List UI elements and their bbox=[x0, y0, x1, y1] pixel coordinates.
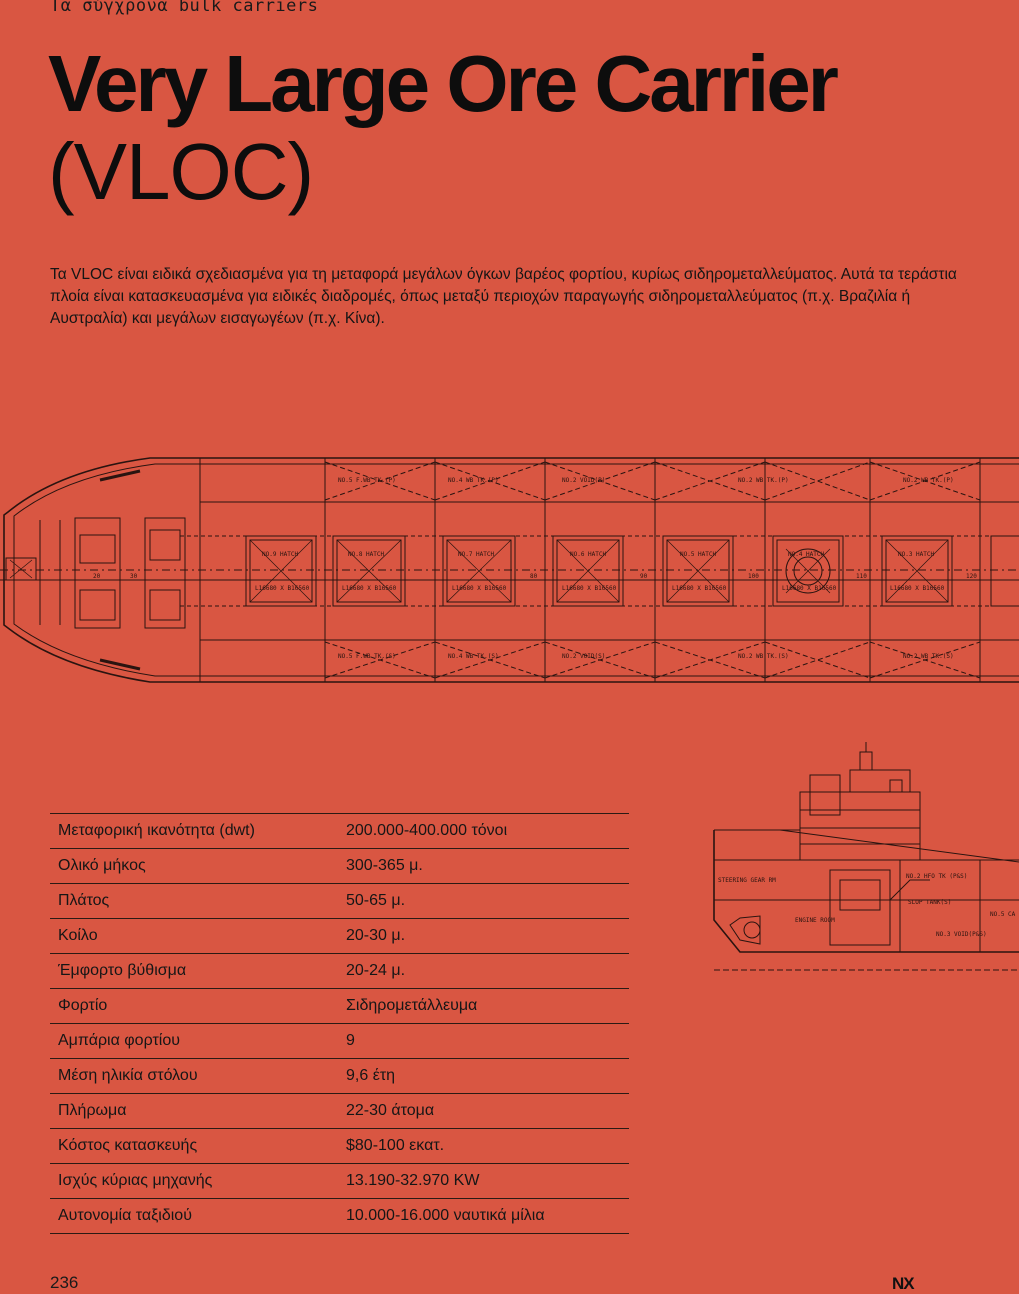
brand-logo: NX bbox=[892, 1274, 915, 1293]
spec-value: 50-65 μ. bbox=[338, 883, 629, 919]
profile-label: SLOP TANK(S) bbox=[908, 899, 951, 906]
title-line-2: (VLOC) bbox=[48, 127, 314, 216]
spec-value: 9 bbox=[338, 1023, 629, 1059]
frame-number: 30 bbox=[130, 573, 138, 580]
spec-label: Φορτίο bbox=[50, 988, 338, 1024]
spec-value: 300-365 μ. bbox=[338, 848, 629, 884]
wb-tank-label: NO.4 WB TK.(P) bbox=[448, 477, 499, 484]
spec-label: Αυτονομία ταξιδιού bbox=[50, 1198, 338, 1234]
hatch-size-label: L16680 X B16560 bbox=[562, 585, 617, 592]
ship-profile-drawing: STEERING GEAR RM ENGINE ROOM NO.2 HFO TK… bbox=[713, 742, 1019, 971]
profile-label: ENGINE ROOM bbox=[795, 917, 835, 924]
wb-tank-label: NO.2 WB TK.(P) bbox=[738, 477, 789, 484]
spec-value: $80-100 εκατ. bbox=[338, 1128, 629, 1164]
page-title: Very Large Ore Carrier (VLOC) bbox=[48, 39, 839, 216]
spec-label: Αμπάρια φορτίου bbox=[50, 1023, 338, 1059]
frame-number: 110 bbox=[856, 573, 867, 580]
table-row: Κόστος κατασκευής$80-100 εκατ. bbox=[50, 1128, 629, 1164]
spec-value: 20-24 μ. bbox=[338, 953, 629, 989]
profile-label: NO.2 HFO TK (P&S) bbox=[906, 873, 967, 880]
spec-value: 20-30 μ. bbox=[338, 918, 629, 954]
hatch-label-3: NO.3 HATCH bbox=[898, 551, 935, 558]
spec-value: 9,6 έτη bbox=[338, 1058, 629, 1094]
hatch-label-6: NO.6 HATCH bbox=[570, 551, 607, 558]
spec-label: Μεταφορική ικανότητα (dwt) bbox=[50, 813, 338, 849]
spec-label: Πλήρωμα bbox=[50, 1093, 338, 1129]
hatch-label-8: NO.8 HATCH bbox=[348, 551, 385, 558]
hatch-size-label: L16680 X B16560 bbox=[255, 585, 310, 592]
wb-tank-label: NO.2 WB TK.(P) bbox=[903, 477, 954, 484]
profile-label: NO.5 CA bbox=[990, 911, 1016, 918]
spec-label: Μέση ηλικία στόλου bbox=[50, 1058, 338, 1094]
hatch-size-label: L16680 X B16560 bbox=[782, 585, 837, 592]
profile-label: NO.3 VOID(P&S) bbox=[936, 931, 987, 938]
intro-paragraph: Τα VLOC είναι ειδικά σχεδιασμένα για τη … bbox=[50, 266, 957, 327]
spec-value: 13.190-32.970 KW bbox=[338, 1163, 629, 1199]
wb-tank-label: NO.2 WB TK.(S) bbox=[903, 653, 954, 660]
wb-tank-label: NO.5 F.WB TK.(P) bbox=[338, 477, 396, 484]
hatch-frames bbox=[245, 535, 1019, 607]
wb-tank-label: NO.2 WB TK.(S) bbox=[738, 653, 789, 660]
spec-label: Ισχύς κύριας μηχανής bbox=[50, 1163, 338, 1199]
frame-number: 100 bbox=[748, 573, 759, 580]
spec-label: Έμφορτο βύθισμα bbox=[50, 953, 338, 989]
frame-number: 80 bbox=[530, 573, 538, 580]
section-label: Τα σύγχρονα bulk carriers bbox=[50, 0, 319, 16]
hatch-label-9: NO.9 HATCH bbox=[262, 551, 299, 558]
hatch-label-5: NO.5 HATCH bbox=[680, 551, 717, 558]
specifications-table: Μεταφορική ικανότητα (dwt)200.000-400.00… bbox=[50, 813, 629, 1234]
wb-tank-label: NO.4 WB TK.(S) bbox=[448, 653, 499, 660]
hatch-size-label: L16680 X B16560 bbox=[890, 585, 945, 592]
wb-tank-label: NO.2 VOID(P) bbox=[562, 477, 605, 484]
profile-label: STEERING GEAR RM bbox=[718, 877, 776, 884]
spec-label: Ολικό μήκος bbox=[50, 848, 338, 884]
hatch-label-4: NO.4 HATCH bbox=[788, 551, 825, 558]
wb-tank-label: NO.5 F.WB TK.(S) bbox=[338, 653, 396, 660]
spec-value: 200.000-400.000 τόνοι bbox=[338, 813, 629, 849]
hatch-label-7: NO.7 HATCH bbox=[458, 551, 495, 558]
table-row: Μεταφορική ικανότητα (dwt)200.000-400.00… bbox=[50, 813, 629, 849]
spec-value: Σιδηρομετάλλευμα bbox=[338, 988, 629, 1024]
title-line-1: Very Large Ore Carrier bbox=[48, 39, 839, 128]
hatch-size-label: L16680 X B16560 bbox=[452, 585, 507, 592]
hatch-size-label: L16680 X B16560 bbox=[342, 585, 397, 592]
frame-number: 20 bbox=[93, 573, 101, 580]
frame-number: 120 bbox=[966, 573, 977, 580]
hatch-size-label: L16680 X B16560 bbox=[672, 585, 727, 592]
ship-deck-plan-drawing: NO.9 HATCH NO.8 HATCH NO.7 HATCH NO.6 HA… bbox=[0, 457, 1019, 683]
page-number: 236 bbox=[50, 1273, 79, 1292]
wb-tank-label: NO.2 VOID(S) bbox=[562, 653, 605, 660]
frame-number: 90 bbox=[640, 573, 648, 580]
spec-label: Κοίλο bbox=[50, 918, 338, 954]
spec-label: Πλάτος bbox=[50, 883, 338, 919]
spec-value: 10.000-16.000 ναυτικά μίλια bbox=[338, 1198, 629, 1234]
spec-label: Κόστος κατασκευής bbox=[50, 1128, 338, 1164]
spec-value: 22-30 άτομα bbox=[338, 1093, 629, 1129]
